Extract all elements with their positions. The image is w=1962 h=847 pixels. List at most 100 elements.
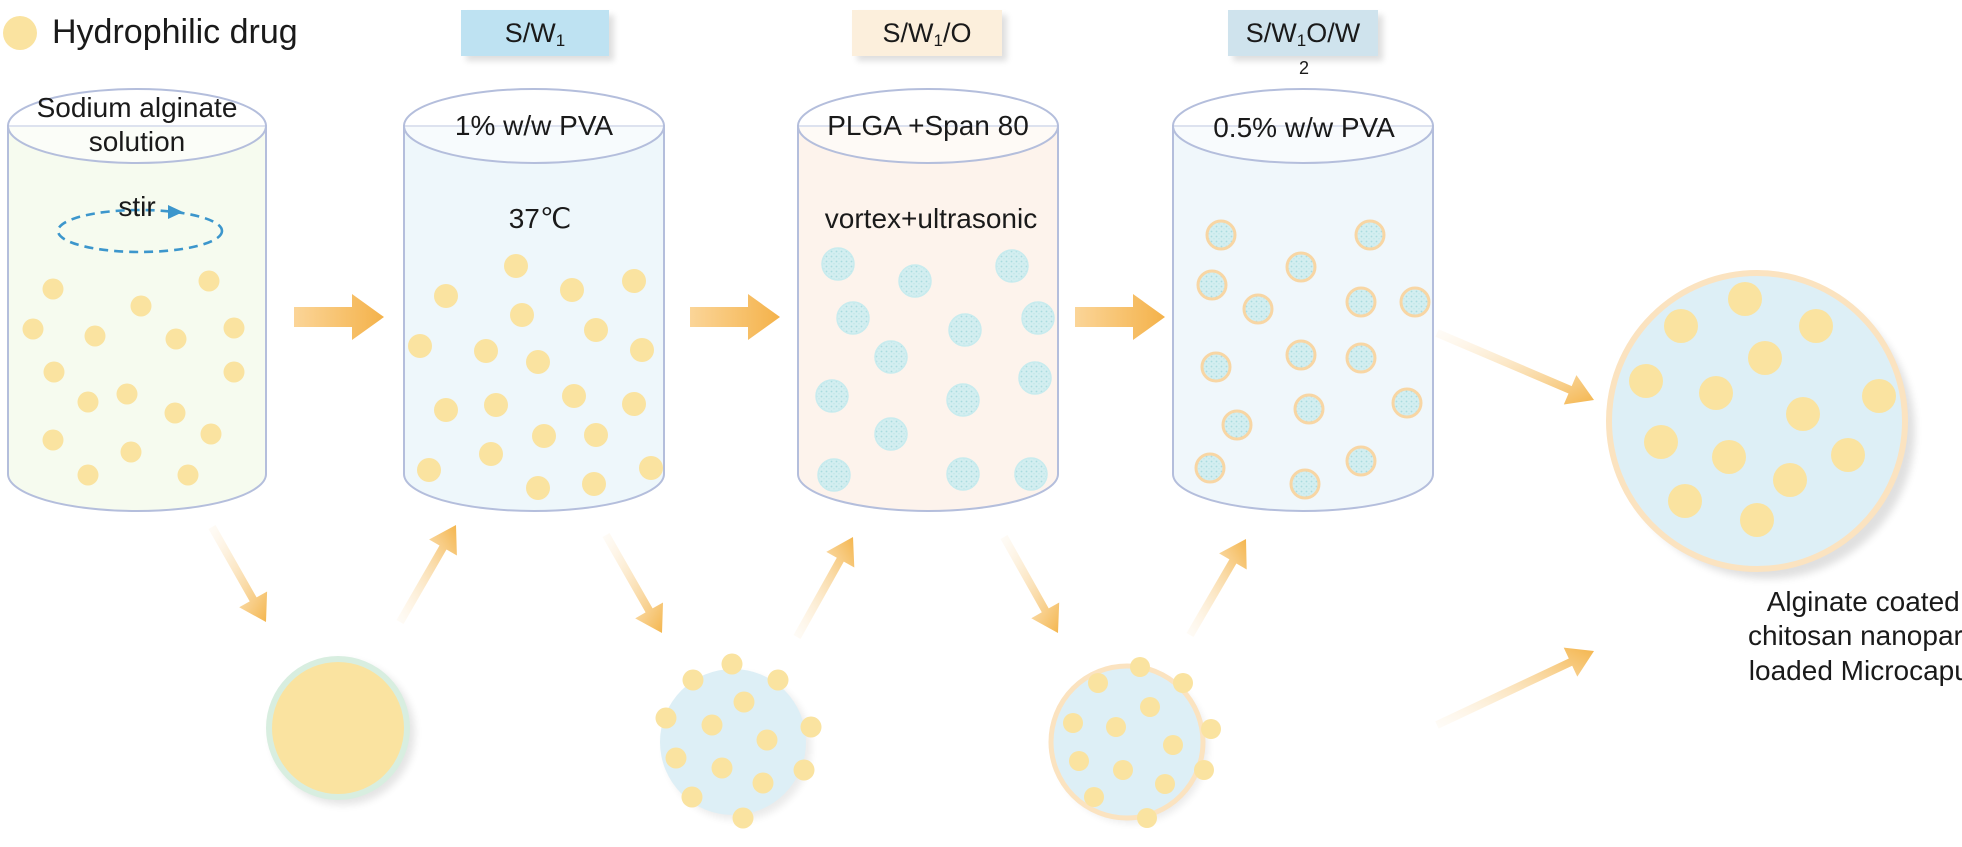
porous-particle <box>995 249 1029 283</box>
drug-dot <box>120 441 142 463</box>
coated-particle <box>1285 251 1317 283</box>
drug-dot <box>1712 440 1746 474</box>
result-caption-line: Alginate coated with <box>1766 586 1962 617</box>
drug-dot <box>42 278 64 300</box>
drug-dot <box>1155 774 1175 794</box>
porous-particle <box>874 340 908 374</box>
drug-dot <box>1106 717 1126 737</box>
drug-dot <box>532 424 556 448</box>
beaker-rim <box>403 88 665 164</box>
drug-dot <box>721 653 743 675</box>
stir-arrowhead <box>168 205 183 219</box>
drug-dot <box>1728 282 1762 316</box>
drug-dot <box>1664 309 1698 343</box>
legend-drug-dot <box>3 16 37 50</box>
drug-dot <box>504 254 528 278</box>
drug-dot <box>22 318 44 340</box>
drug-dot <box>1137 808 1157 828</box>
drug-dot <box>584 423 608 447</box>
porous-particle <box>874 417 908 451</box>
beaker-label-sodium-alginate: Sodium alginate solution <box>37 91 238 158</box>
beaker-rim <box>797 88 1059 164</box>
beaker-label-plga: PLGA +Span 80 <box>827 110 1029 141</box>
beaker-body <box>403 125 665 512</box>
drug-dot <box>526 350 550 374</box>
tag-text: S/W <box>882 18 934 48</box>
drug-dot <box>223 361 245 383</box>
drug-dot <box>756 729 778 751</box>
coated-particle <box>1205 219 1237 251</box>
drug-dot <box>77 391 99 413</box>
drug-dot <box>584 318 608 342</box>
arrow-to-detail-3 <box>1000 535 1060 633</box>
drug-dot <box>200 423 222 445</box>
drug-dot <box>1173 673 1193 693</box>
porous-particle <box>946 457 980 491</box>
drug-dot <box>630 338 654 362</box>
drug-dot <box>1194 760 1214 780</box>
drug-dot <box>622 392 646 416</box>
drug-dot <box>701 714 723 736</box>
result-caption-line: loaded Microcapusules <box>1748 654 1962 686</box>
drug-dot <box>130 295 152 317</box>
coated-particle <box>1293 393 1325 425</box>
tag-subscript: 1 <box>1296 31 1307 50</box>
detail-circle-drug-core <box>272 662 404 794</box>
drug-dot <box>484 393 508 417</box>
porous-particle <box>821 247 855 281</box>
beaker-label-line: Sodium alginate <box>36 92 238 123</box>
drug-dot <box>681 786 703 808</box>
drug-dot <box>198 270 220 292</box>
drug-dot <box>1748 341 1782 375</box>
drug-dot <box>655 707 677 729</box>
coated-particle <box>1391 387 1423 419</box>
tag-suffix: O/W <box>1306 18 1361 48</box>
drug-dot <box>639 456 663 480</box>
drug-dot <box>682 669 704 691</box>
drug-dot <box>1088 673 1108 693</box>
drug-dot <box>434 284 458 308</box>
drug-dot <box>77 464 99 486</box>
coated-particle <box>1196 269 1228 301</box>
coated-particle <box>1194 452 1226 484</box>
drug-dot <box>434 398 458 422</box>
drug-dot <box>1130 657 1150 677</box>
porous-particle <box>948 313 982 347</box>
result-caption-line: chitosan nanoparticles- <box>1748 620 1962 652</box>
arrow-to-detail-1 <box>208 525 268 622</box>
beaker-sw1o <box>797 88 1059 512</box>
arrow-to-caption <box>1435 647 1594 729</box>
drug-dot <box>42 429 64 451</box>
stir-ellipse <box>56 208 224 254</box>
drug-dot <box>165 328 187 350</box>
stage-tag-sw1: S/W1 <box>461 10 609 56</box>
beaker-label-pva-2: 0.5% w/w PVA <box>1213 112 1395 143</box>
drug-dot <box>1063 713 1083 733</box>
stage-tag-sw1ow2: S/W1O/W <box>1228 10 1378 56</box>
coated-particle <box>1200 351 1232 383</box>
coated-particle <box>1289 468 1321 500</box>
drug-dot <box>1831 438 1865 472</box>
drug-dot <box>665 747 687 769</box>
drug-dot <box>1786 397 1820 431</box>
arrow-from-detail-2 <box>793 537 855 639</box>
drug-dot <box>1799 309 1833 343</box>
arrow-to-detail-2 <box>602 533 663 633</box>
drug-dot <box>711 757 733 779</box>
stir-label: stir <box>118 191 156 222</box>
coated-particle <box>1345 286 1377 318</box>
beaker-rim <box>1172 88 1434 164</box>
drug-dot <box>560 278 584 302</box>
drug-dot <box>417 458 441 482</box>
drug-dot <box>1668 484 1702 518</box>
beaker-sw1 <box>403 88 665 512</box>
result-caption: Alginate coated with chitosan nanopartic… <box>1748 585 1962 688</box>
tag-text: S/W <box>1245 18 1297 48</box>
coated-particle <box>1399 286 1431 318</box>
drug-dot <box>793 759 815 781</box>
beaker-sodium-alginate <box>7 88 267 512</box>
drug-dot <box>562 384 586 408</box>
arrow-from-detail-1 <box>396 525 457 624</box>
drug-dot <box>732 807 754 829</box>
